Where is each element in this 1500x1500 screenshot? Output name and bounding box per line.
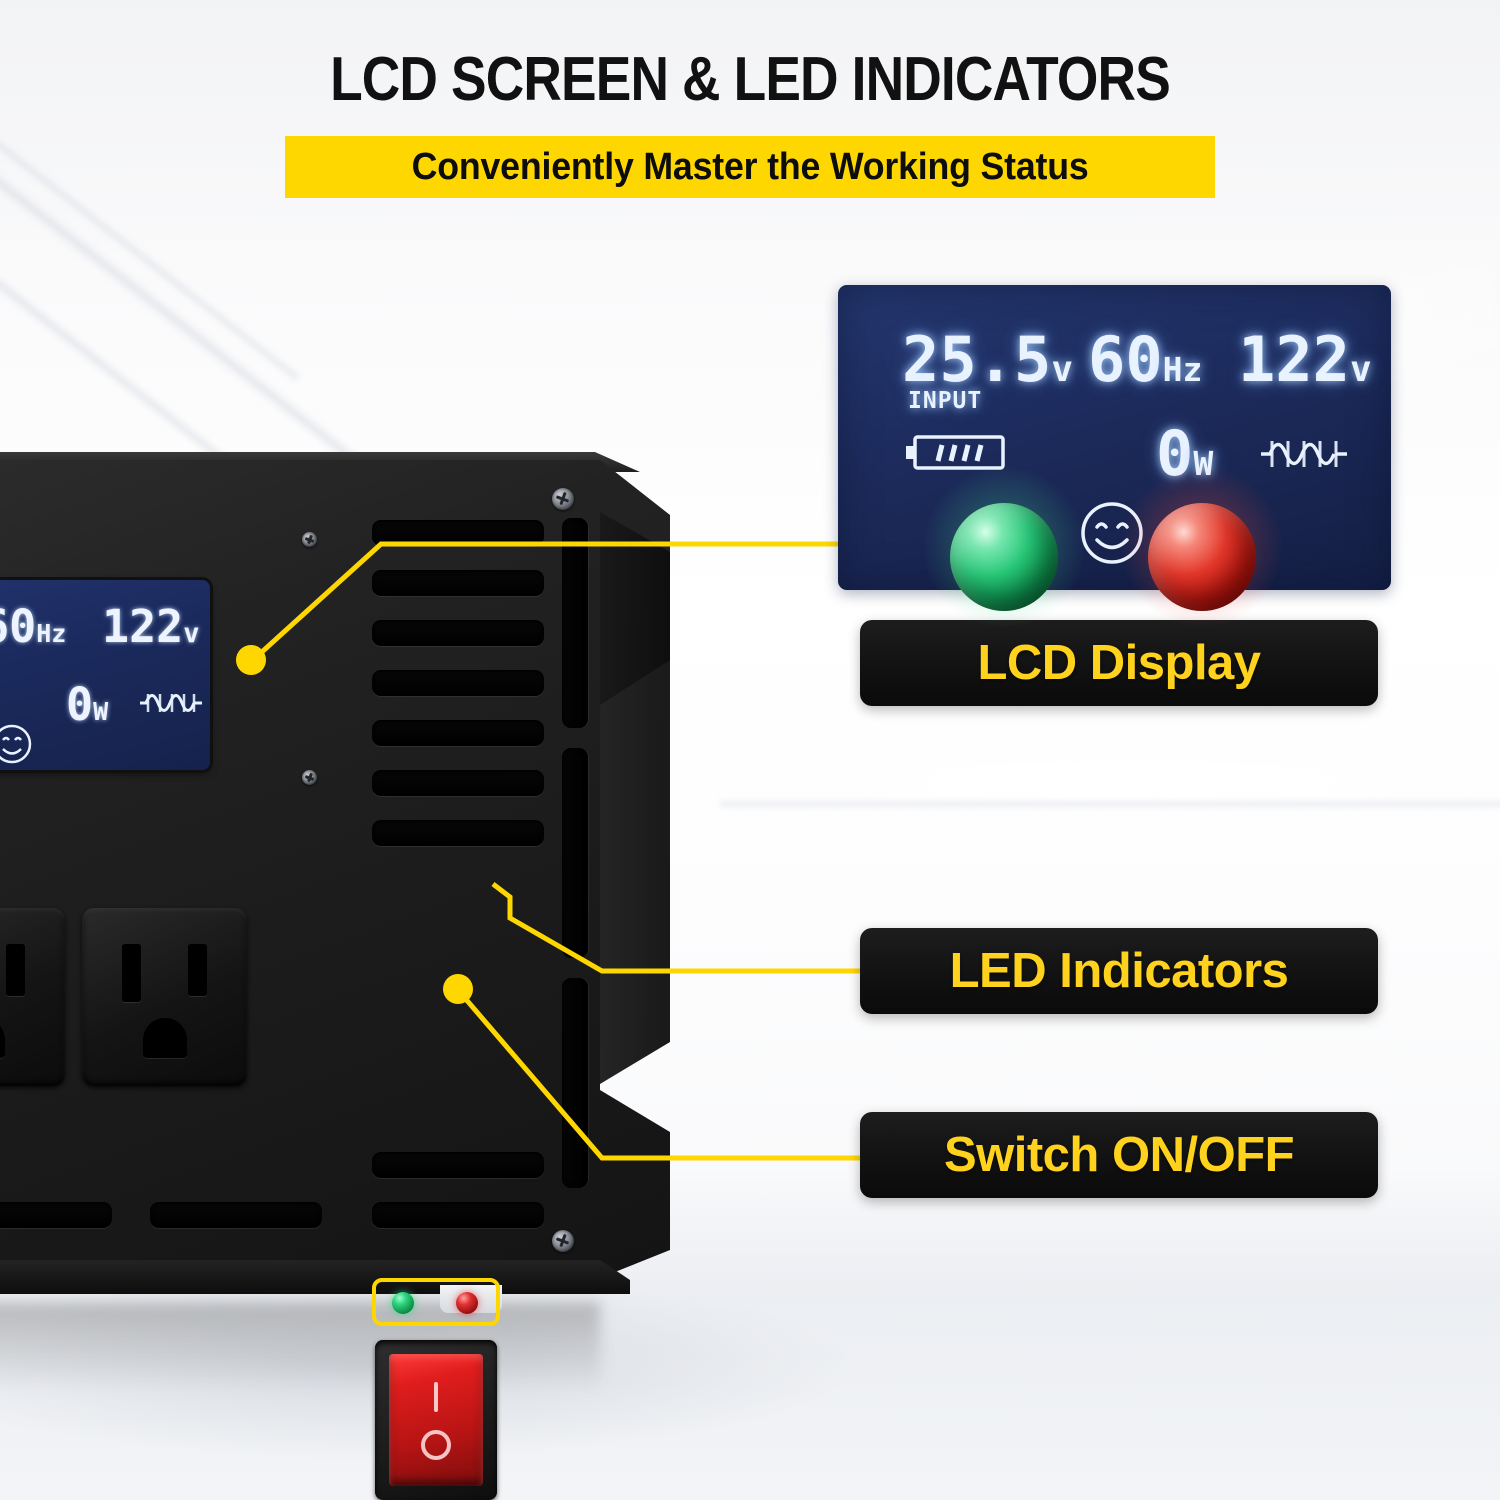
vent-slot [372,670,544,696]
vent-slot [372,720,544,746]
product-red-led [456,1292,478,1314]
vent-slot [372,820,544,846]
outlet-slot-ground [0,1018,5,1058]
vent-slot [150,1202,322,1228]
outlet-slot-hot [188,944,207,996]
lcd-input-voltage: 25.5v [902,323,1073,396]
vent-slot [0,1202,112,1228]
product-green-led [392,1292,414,1314]
page-title: LCD SCREEN & LED INDICATORS [330,45,1171,114]
vent-slot-vertical [562,748,588,958]
background-light-streak-horizon [700,760,1500,804]
vent-slot [372,620,544,646]
product-side-wall [600,512,670,1084]
vent-slot-vertical [562,978,588,1188]
label-switch-onoff: Switch ON/OFF [860,1112,1378,1198]
led-callout-frame [372,1278,500,1326]
label-lcd-display-text: LCD Display [977,636,1261,690]
subtitle-banner: Conveniently Master the Working Status [285,136,1215,198]
label-led-indicators: LED Indicators [860,928,1378,1014]
vent-slot [372,1202,544,1228]
product-lcd-output-voltage: 122v [102,600,200,653]
switch-on-mark [434,1382,438,1412]
product-bottom-lip [0,1260,630,1294]
vent-slot [372,520,544,546]
outlet-slot-neutral [122,944,141,1002]
background-horizon-line [720,800,1500,808]
lcd-battery-icon [906,433,1010,478]
product-lcd-screen: 25.5v 60Hz 122v INPUT 0W [0,580,210,770]
header-section: LCD SCREEN & LED INDICATORS Conveniently… [0,0,1500,215]
vent-slot [372,570,544,596]
product-lcd-smiley-icon [0,722,34,770]
label-led-indicators-text: LED Indicators [949,944,1289,998]
power-switch-bezel [375,1340,497,1500]
outlet-slot-ground [142,1018,187,1058]
lcd-waveform-icon [1258,433,1350,480]
screw-bottom-right [552,1230,574,1252]
power-inverter-product: 25.5v 60Hz 122v INPUT 0W [0,440,740,1500]
screw-mid-left-small [302,770,317,785]
vent-slot [372,770,544,796]
vent-slot [372,1152,544,1178]
ac-outlet-right [82,908,247,1086]
product-lcd-waveform-icon [138,688,204,723]
product-lcd-power: 0W [66,678,109,731]
lcd-frequency: 60Hz [1088,323,1203,396]
ac-outlet-left [0,908,65,1086]
subtitle-text: Conveniently Master the Working Status [411,145,1089,188]
red-led [1148,503,1256,611]
led-indicators-enlarged [838,467,1391,653]
screw-top-left-small [302,532,317,547]
callout-panel: 25.5v 60Hz 122v INPUT [838,285,1398,1245]
lcd-input-label: INPUT [908,388,983,414]
lcd-power: 0W [1156,417,1214,490]
label-switch-onoff-text: Switch ON/OFF [943,1128,1295,1182]
outlet-slot-hot [6,944,25,996]
product-reflection [0,1302,600,1392]
switch-off-mark [421,1430,451,1460]
lcd-display-enlarged: 25.5v 60Hz 122v INPUT [838,285,1391,590]
lcd-smiley-icon [1076,497,1148,574]
label-lcd-display: LCD Display [860,620,1378,706]
product-lcd-frequency: 60Hz [0,600,67,653]
power-switch-rocker[interactable] [389,1354,483,1486]
vent-slot-vertical [562,518,588,728]
lcd-output-voltage: 122v [1238,323,1372,396]
green-led [950,503,1058,611]
screw-top-right [552,488,574,510]
